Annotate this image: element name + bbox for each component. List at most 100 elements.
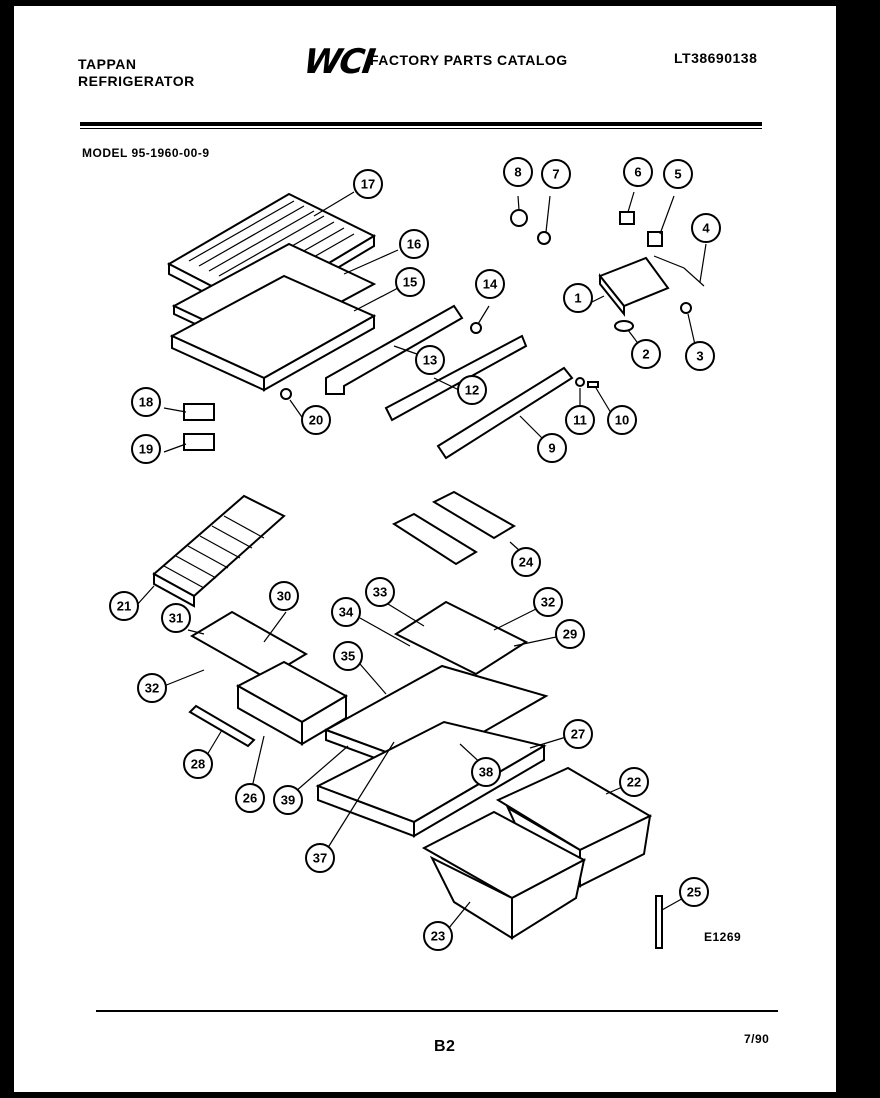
callout-16-label: 16 (407, 237, 421, 252)
callout-29-label: 29 (563, 627, 577, 642)
part-13-shape (325, 304, 464, 395)
callout-4-label: 4 (702, 221, 710, 236)
callout-34-label: 34 (339, 605, 354, 620)
part-28-shape (188, 704, 256, 748)
callout-2-label: 2 (642, 347, 649, 362)
callout-19: 19 (131, 434, 161, 464)
part-9-shape (436, 366, 574, 460)
callout-34: 34 (331, 597, 361, 627)
catalog-page: TAPPAN REFRIGERATOR WCI FACTORY PARTS CA… (14, 6, 836, 1092)
callout-5: 5 (663, 159, 693, 189)
part-5-shape (647, 231, 663, 247)
callout-25-label: 25 (687, 885, 701, 900)
part-10-shape (587, 381, 599, 388)
callout-23: 23 (423, 921, 453, 951)
callout-28-label: 28 (191, 757, 205, 772)
callout-11: 11 (565, 405, 595, 435)
part-19-shape (183, 433, 215, 451)
callout-32-left-label: 32 (145, 681, 159, 696)
callout-7-label: 7 (552, 167, 559, 182)
callout-22-label: 22 (627, 775, 641, 790)
callout-1: 1 (563, 283, 593, 313)
callout-35-label: 35 (341, 649, 355, 664)
callout-9: 9 (537, 433, 567, 463)
brand-name: TAPPAN (78, 56, 137, 72)
callout-17: 17 (353, 169, 383, 199)
callout-26-label: 26 (243, 791, 257, 806)
callout-16: 16 (399, 229, 429, 259)
callout-14: 14 (475, 269, 505, 299)
callout-30-label: 30 (277, 589, 291, 604)
callout-30: 30 (269, 581, 299, 611)
callout-8-label: 8 (514, 165, 521, 180)
callout-3: 3 (685, 341, 715, 371)
callout-7: 7 (541, 159, 571, 189)
revision-date: 7/90 (744, 1032, 770, 1046)
part-23-shape (421, 810, 587, 940)
part-20-shape (280, 388, 292, 400)
part-24b-shape (391, 512, 478, 566)
callout-32-right-label: 32 (541, 595, 555, 610)
callout-3-label: 3 (696, 349, 703, 364)
part-3-shape (680, 302, 692, 314)
callout-10-label: 10 (615, 413, 629, 428)
part-11-shape (575, 377, 585, 387)
callout-24: 24 (511, 547, 541, 577)
callout-24-label: 24 (519, 555, 534, 570)
callout-12: 12 (457, 375, 487, 405)
callout-9-label: 9 (548, 441, 555, 456)
callout-12-label: 12 (465, 383, 479, 398)
callout-4: 4 (691, 213, 721, 243)
header-rule (80, 122, 762, 126)
callout-39-label: 39 (281, 793, 295, 808)
part-4-shape (653, 255, 705, 287)
part-21-shape (152, 494, 286, 608)
part-24a-shape (431, 490, 516, 540)
part-30-shape (190, 610, 308, 680)
callout-6: 6 (623, 157, 653, 187)
brand-block: TAPPAN REFRIGERATOR (78, 56, 195, 90)
footer-rule (96, 1010, 778, 1012)
callout-11-label: 11 (573, 413, 587, 428)
callout-37-label: 37 (313, 851, 327, 866)
callout-21-label: 21 (117, 599, 131, 614)
part-14-shape (470, 322, 482, 334)
callout-31-label: 31 (169, 611, 183, 626)
callout-38: 38 (471, 757, 501, 787)
callout-19-label: 19 (139, 442, 153, 457)
part-29-shape (393, 600, 529, 676)
part-12-shape (384, 334, 528, 422)
part-7-shape (537, 231, 551, 245)
header-rule-thin (80, 128, 762, 129)
callout-38-label: 38 (479, 765, 493, 780)
callout-18-label: 18 (139, 395, 153, 410)
callout-13: 13 (415, 345, 445, 375)
callout-14-label: 14 (483, 277, 498, 292)
callout-13-label: 13 (423, 353, 437, 368)
part-18-shape (183, 403, 215, 421)
part-15-shape (169, 274, 377, 392)
callout-15: 15 (395, 267, 425, 297)
part-27-shape (315, 720, 547, 838)
callout-22: 22 (619, 767, 649, 797)
callout-15-label: 15 (403, 275, 417, 290)
catalog-number: LT38690138 (674, 50, 758, 66)
callout-20-label: 20 (309, 413, 323, 428)
callout-25: 25 (679, 877, 709, 907)
model-number: MODEL 95-1960-00-9 (82, 146, 210, 160)
callout-29: 29 (555, 619, 585, 649)
callout-18: 18 (131, 387, 161, 417)
callout-28: 28 (183, 749, 213, 779)
callout-35: 35 (333, 641, 363, 671)
callout-31: 31 (161, 603, 191, 633)
callout-5-label: 5 (674, 167, 681, 182)
callout-26: 26 (235, 783, 265, 813)
callout-17-label: 17 (361, 177, 375, 192)
callout-27-label: 27 (571, 727, 585, 742)
part-1-shape (598, 256, 670, 317)
exploded-parts-diagram: 17 16 15 14 13 12 9 11 10 20 18 19 8 7 6… (109, 157, 721, 951)
callout-21: 21 (109, 591, 139, 621)
callout-33: 33 (365, 577, 395, 607)
callout-27: 27 (563, 719, 593, 749)
callout-1-label: 1 (574, 291, 581, 306)
